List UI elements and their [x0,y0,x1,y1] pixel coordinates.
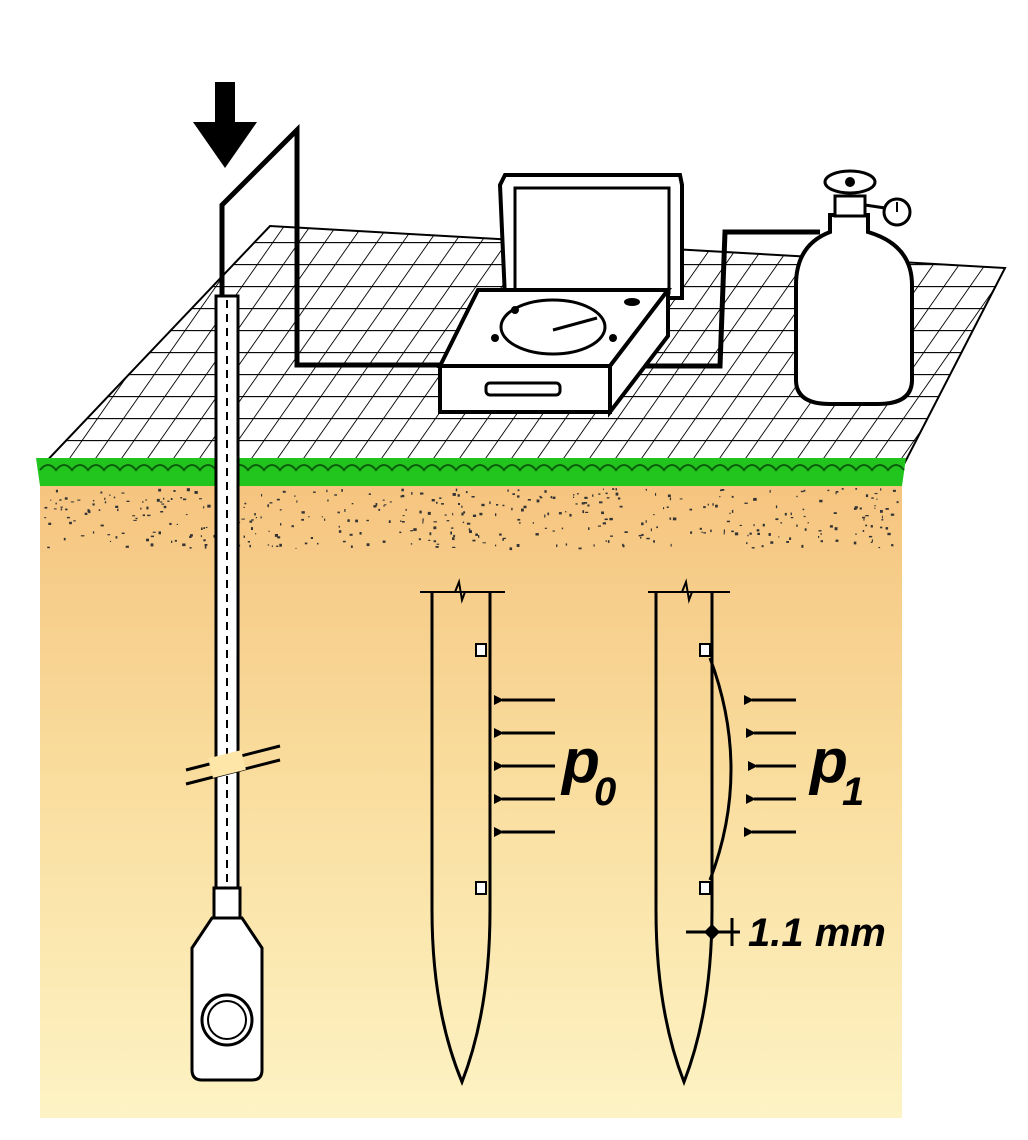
label-p1-subscript: 1 [842,770,864,814]
blade-p1 [648,578,733,1087]
pressure-gauge-icon [882,197,912,227]
label-p1: p [808,727,848,796]
down-arrow-icon [193,82,257,168]
pressure-arrows-p0 [494,695,555,837]
soil-layer [40,470,902,1118]
blade-p0 [420,578,505,1087]
expanded-membrane [708,657,733,881]
dimension-label: 1.1 mm [748,911,886,955]
grass-strip [36,458,906,486]
label-p0-subscript: 0 [594,770,616,814]
topsoil-speckle [44,488,899,551]
dilatometer-blade-icon [190,886,264,1082]
dimension-marker [686,918,740,946]
push-rod [185,123,445,898]
pressure-arrows-p1 [744,695,796,837]
label-p0: p [560,727,600,796]
gas-tank-icon [794,169,914,406]
gas-line [645,229,820,369]
grass-texture [39,464,905,472]
control-box-icon [436,173,684,418]
